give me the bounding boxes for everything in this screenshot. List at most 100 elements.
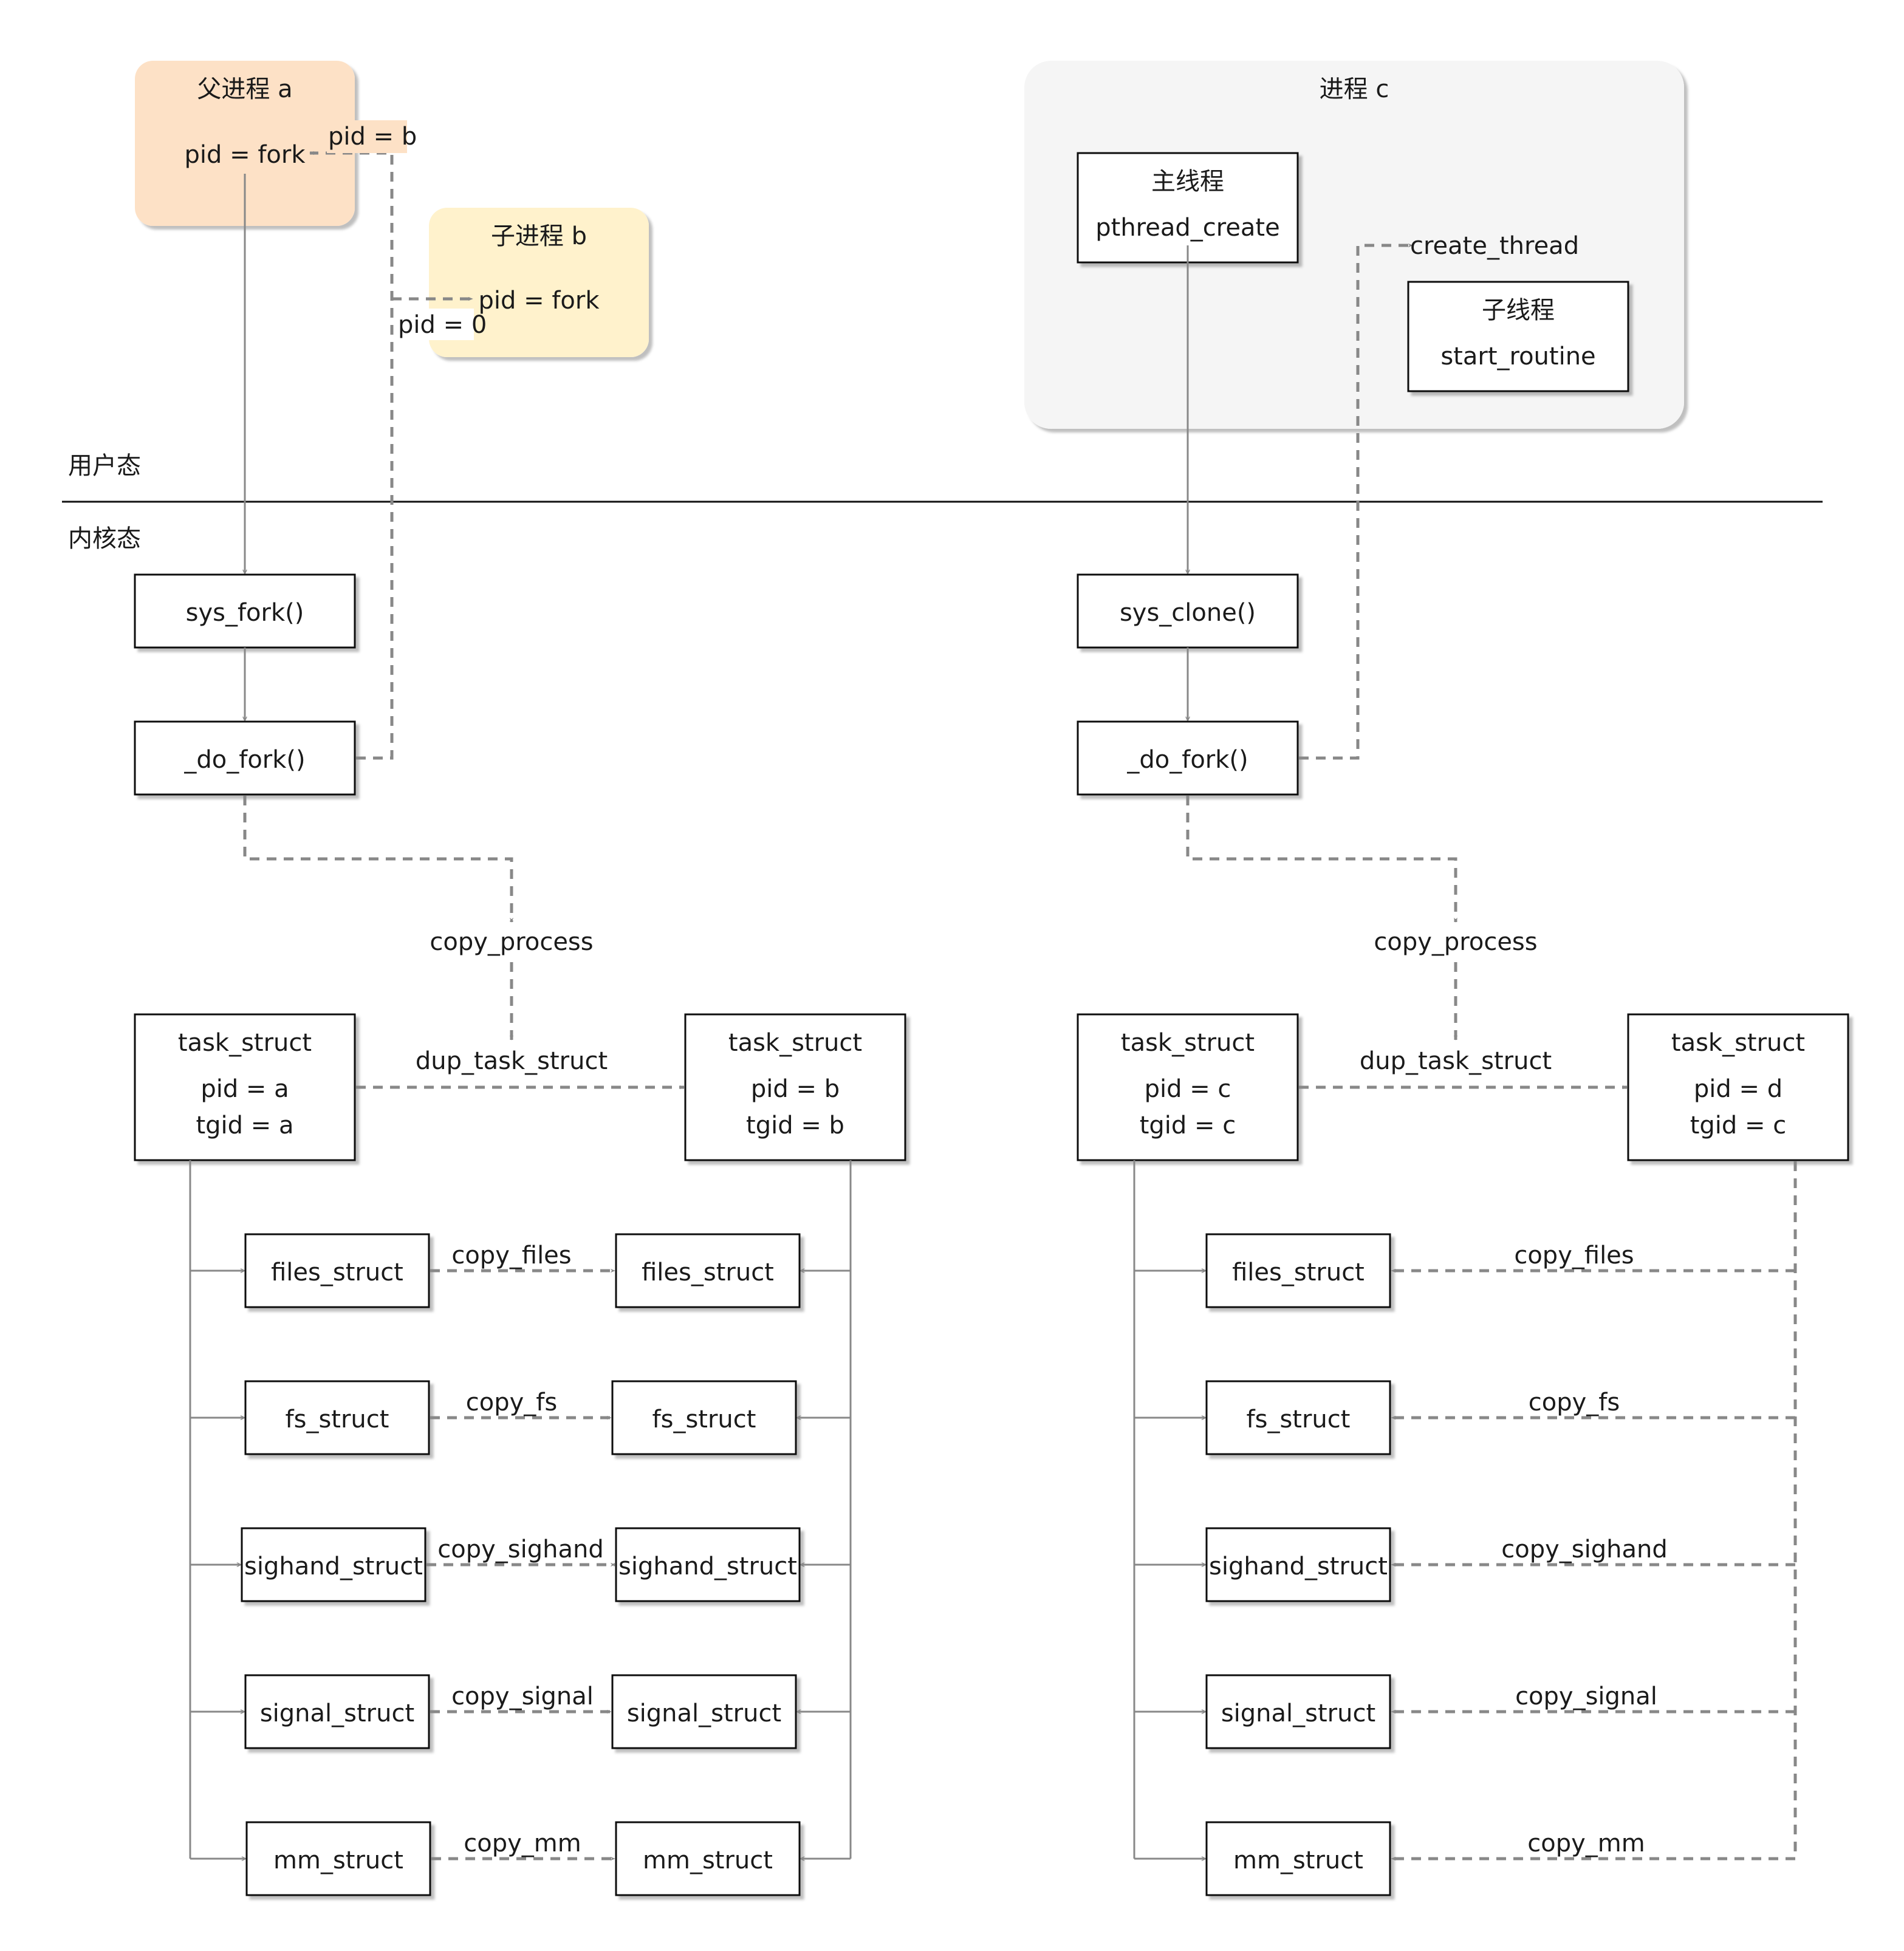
sys-clone-box: [1077, 573, 1299, 649]
fork-parent-files-box: [244, 1233, 430, 1308]
user-mode-label: 用户态: [68, 452, 141, 480]
fork-child-files-label: files_struct: [642, 1259, 774, 1286]
fork-child-task-title: task_struct: [728, 1029, 862, 1057]
clone-parent-task-pid: pid = c: [1145, 1075, 1231, 1103]
fork-copy-fs-label: copy_fs: [466, 1389, 557, 1416]
main-thread-box: [1077, 152, 1299, 264]
clone-dup-task-struct-label: dup_task_struct: [1360, 1047, 1552, 1075]
clone-copy-mm-label: copy_mm: [1527, 1830, 1645, 1857]
fork-parent-signal-label: signal_struct: [260, 1700, 414, 1727]
sys-fork-box: [134, 573, 356, 649]
parent-process-box: [135, 61, 355, 226]
child-thread-title: 子线程: [1482, 296, 1555, 324]
clone-sighand-label: sighand_struct: [1209, 1553, 1388, 1580]
fork-child-task-box: [684, 1013, 906, 1161]
clone-mm-box: [1205, 1821, 1391, 1896]
fork-child-sighand-label: sighand_struct: [618, 1553, 797, 1580]
child-process-title: 子进程 b: [491, 222, 587, 250]
fork-child-files-box: [615, 1233, 801, 1308]
clone-fs-box: [1205, 1380, 1391, 1455]
clone-copy-process-path: [1186, 796, 1458, 923]
clone-parent-task-box: [1077, 1013, 1299, 1161]
sys-fork-label: sys_fork(): [186, 599, 304, 627]
solid-connectors: [189, 174, 1205, 1859]
fork-parent-fs-label: fs_struct: [286, 1406, 389, 1433]
clone-files-label: files_struct: [1232, 1259, 1365, 1286]
fork-child-mm-label: mm_struct: [643, 1847, 773, 1874]
clone-return-path: [1299, 243, 1413, 760]
fork-parent-task-box: [134, 1013, 356, 1161]
clone-struct-row: signal_struct copy_signal: [1205, 1674, 1657, 1749]
main-thread-call: pthread_create: [1095, 214, 1279, 242]
fork-struct-row: files_struct copy_files files_struct: [244, 1233, 801, 1308]
clone-signal-label: signal_struct: [1221, 1700, 1375, 1727]
fork-parent-sighand-box: [241, 1527, 426, 1602]
clone-child-task-title: task_struct: [1671, 1029, 1805, 1057]
clone-fs-label: fs_struct: [1247, 1406, 1351, 1433]
clone-sighand-box: [1205, 1527, 1391, 1602]
fork-child-task-pid: pid = b: [751, 1075, 840, 1103]
fork-parent-task-tgid: tgid = a: [196, 1112, 293, 1140]
fork-copy-signal-label: copy_signal: [451, 1683, 594, 1710]
process-c-title: 进程 c: [1320, 75, 1389, 103]
clone-copy-fs-label: copy_fs: [1529, 1389, 1620, 1416]
clone-copy-signal-label: copy_signal: [1515, 1683, 1657, 1710]
clone-parent-task-title: task_struct: [1121, 1029, 1255, 1057]
fork-parent-mm-box: [245, 1821, 431, 1896]
clone-do-fork-label: _do_fork(): [1126, 746, 1248, 774]
fork-struct-row: mm_struct copy_mm mm_struct: [245, 1821, 801, 1896]
fork-do-fork-box: [134, 720, 356, 796]
fork-dup-task-struct-label: dup_task_struct: [416, 1047, 608, 1075]
child-process-box: [429, 208, 649, 357]
fork-return-path: [309, 151, 394, 760]
clone-struct-row: sighand_struct copy_sighand: [1205, 1527, 1668, 1602]
child-thread-box: [1407, 281, 1629, 392]
fork-copy-sighand-label: copy_sighand: [437, 1536, 603, 1563]
fork-struct-row: sighand_struct copy_sighand sighand_stru…: [241, 1527, 801, 1602]
clone-files-box: [1205, 1233, 1391, 1308]
fork-copy-files-label: copy_files: [451, 1242, 571, 1269]
fork-struct-row: fs_struct copy_fs fs_struct: [244, 1380, 797, 1455]
main-thread-title: 主线程: [1151, 168, 1224, 196]
fork-copy-mm-label: copy_mm: [464, 1830, 581, 1857]
clone-child-task-tgid: tgid = c: [1690, 1112, 1787, 1140]
clone-signal-box: [1205, 1674, 1391, 1749]
clone-struct-row: files_struct copy_files: [1205, 1233, 1634, 1308]
kernel-mode-label: 内核态: [68, 525, 141, 553]
sys-clone-label: sys_clone(): [1120, 599, 1256, 627]
fork-child-fs-label: fs_struct: [652, 1406, 756, 1433]
clone-parent-task-tgid: tgid = c: [1140, 1112, 1236, 1140]
fork-child-task-tgid: tgid = b: [746, 1112, 844, 1140]
fork-parent-sighand-label: sighand_struct: [244, 1553, 423, 1580]
child-return-label: pid = 0: [398, 311, 487, 339]
clone-do-fork-box: [1077, 720, 1299, 796]
fork-copy-process-label: copy_process: [430, 928, 593, 956]
fork-child-fs-box: [611, 1380, 797, 1455]
clone-copy-sighand-label: copy_sighand: [1501, 1536, 1667, 1563]
clone-struct-row: mm_struct copy_mm: [1205, 1821, 1645, 1896]
fork-child-sighand-box: [615, 1527, 801, 1602]
create-thread-label: create_thread: [1410, 232, 1579, 260]
fork-return-label: pid = b: [328, 123, 417, 151]
fork-child-mm-box: [615, 1821, 801, 1896]
child-fork-call: pid = fork: [478, 287, 600, 315]
fork-parent-fs-box: [244, 1380, 430, 1455]
fork-copy-process-path: [243, 796, 514, 923]
child-return-label-bg: [395, 309, 474, 340]
parent-fork-call: pid = fork: [184, 141, 306, 169]
clone-struct-row: fs_struct copy_fs: [1205, 1380, 1620, 1455]
clone-mm-label: mm_struct: [1233, 1847, 1363, 1874]
fork-parent-signal-box: [244, 1674, 430, 1749]
fork-parent-task-pid: pid = a: [200, 1075, 289, 1103]
fork-do-fork-label: _do_fork(): [183, 746, 305, 774]
fork-return-label-bg: [327, 120, 407, 153]
child-thread-call: start_routine: [1440, 343, 1595, 371]
clone-child-task-pid: pid = d: [1694, 1075, 1782, 1103]
fork-struct-row: signal_struct copy_signal signal_struct: [244, 1674, 797, 1749]
clone-copy-files-label: copy_files: [1514, 1242, 1634, 1269]
fork-parent-task-title: task_struct: [178, 1029, 312, 1057]
parent-process-title: 父进程 a: [197, 75, 292, 103]
fork-parent-mm-label: mm_struct: [273, 1847, 403, 1874]
clone-copy-process-label: copy_process: [1374, 928, 1537, 956]
